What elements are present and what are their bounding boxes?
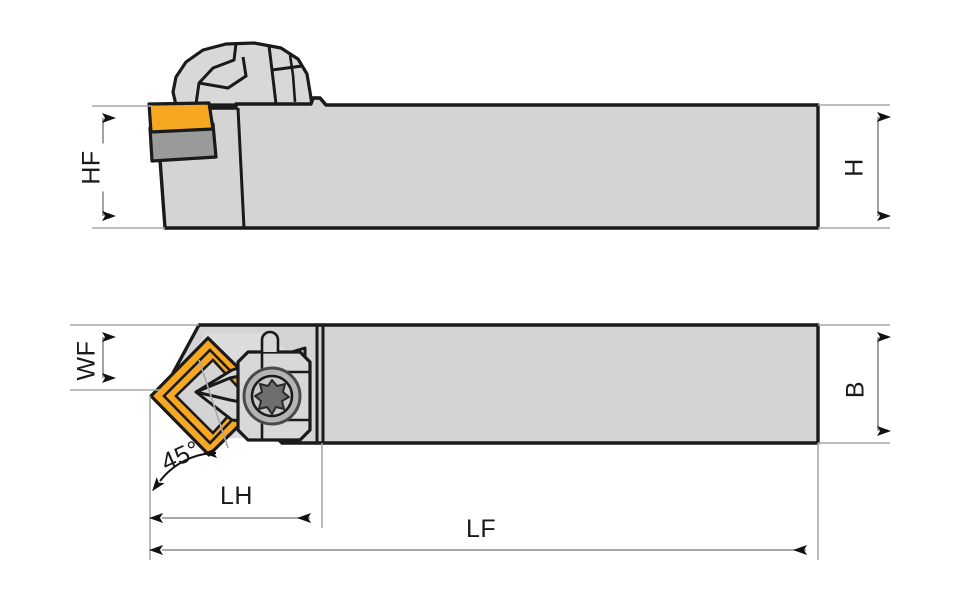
clamp-screw-plan: [242, 366, 302, 426]
dimension-label-HF: HF: [78, 143, 106, 192]
head-seam-side: [236, 107, 246, 229]
dimension-label-LH: LH: [220, 482, 253, 510]
head-notch-side: [309, 96, 328, 107]
dimension-H: [818, 104, 891, 229]
dimension-B: [818, 324, 891, 444]
angle-45-annotation: [152, 359, 229, 492]
dimension-WF: [70, 324, 199, 391]
insert-side: [147, 101, 215, 134]
dimension-label-B: B: [842, 371, 870, 408]
plan-view: [149, 323, 820, 457]
holder-body-side: [154, 96, 820, 230]
clamp-assembly-side: [171, 41, 314, 107]
dimension-label-H: H: [841, 147, 869, 188]
torx-star-icon: [254, 379, 290, 415]
dimension-label-WF: WF: [73, 335, 101, 386]
side-elevation-view: [147, 41, 820, 230]
dimension-label-LF: LF: [466, 515, 497, 543]
